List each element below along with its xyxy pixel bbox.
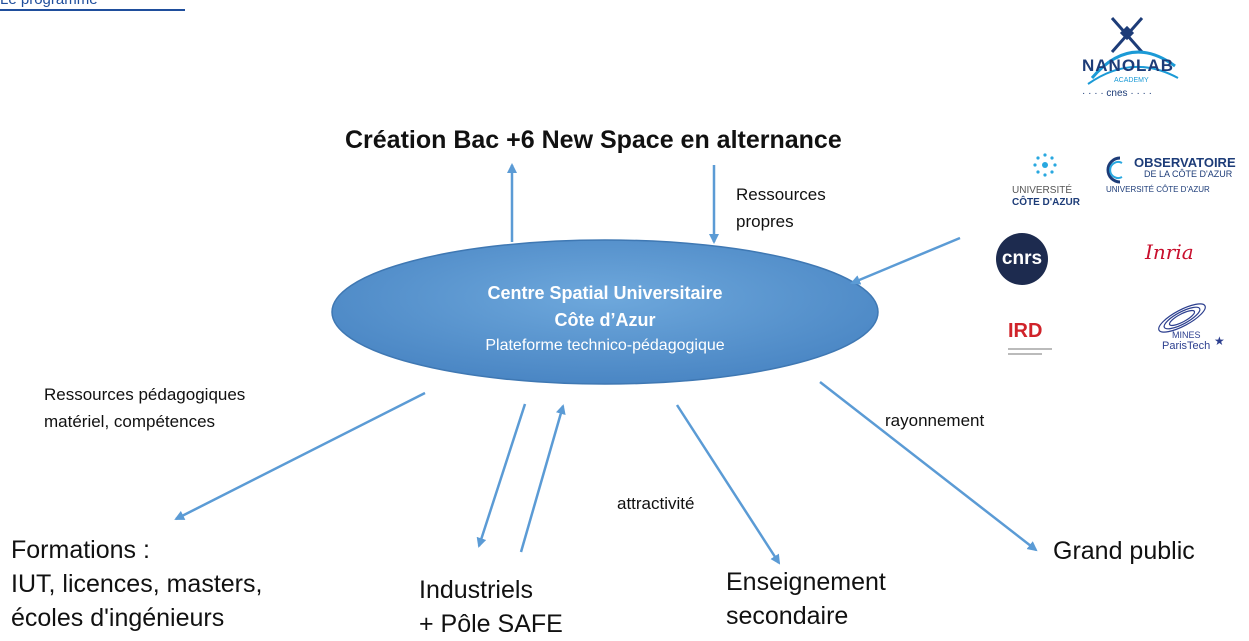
ird-caption-rule	[1008, 348, 1052, 350]
label-ressources-pedago-line2: matériel, compétences	[44, 412, 216, 431]
top-link-underline	[0, 9, 185, 11]
center-line2: Côte d’Azur	[554, 310, 656, 330]
label-attractivite: attractivité	[617, 494, 695, 513]
label-rayonnement: rayonnement	[885, 411, 985, 430]
observatoire-line1: OBSERVATOIRE	[1134, 155, 1236, 170]
inria-logo: Inria	[1145, 240, 1225, 270]
arrow-to-enseignement	[675, 404, 781, 565]
nanolab-emblem-icon	[1087, 17, 1179, 85]
arrow-from-industriels	[519, 404, 566, 553]
formations-line1: Formations :	[11, 536, 150, 564]
observatoire-logo: OBSERVATOIRE DE LA CÔTE D'AZUR UNIVERSIT…	[1100, 154, 1245, 204]
industriels-line2: + Pôle SAFE	[419, 610, 563, 638]
ird-caption-rule2	[1008, 353, 1042, 355]
top-link[interactable]: Le programme	[0, 0, 185, 12]
center-text: Centre Spatial Universitaire Côte d’Azur…	[332, 280, 878, 358]
diagram-heading: Création Bac +6 New Space en alternance	[345, 126, 842, 154]
ird-text: IRD	[1008, 320, 1043, 342]
cnrs-text: cnrs	[1001, 248, 1043, 269]
target-formations: Formations : IUT, licences, masters, éco…	[11, 533, 262, 635]
label-ressources-propres: Ressources propres	[736, 181, 826, 235]
label-ressources-propres-line1: Ressources	[736, 185, 826, 204]
label-ressources-pedago-line1: Ressources pédagogiques	[44, 385, 246, 404]
arrow-to-grand-public	[819, 381, 1038, 552]
observatoire-line2: DE LA CÔTE D'AZUR	[1144, 169, 1233, 179]
target-industriels: Industriels + Pôle SAFE	[419, 573, 563, 641]
center-ellipse	[331, 239, 879, 385]
center-line1: Centre Spatial Universitaire	[487, 283, 723, 303]
uca-line1: UNIVERSITÉ	[1012, 185, 1073, 196]
nanolab-sub: ACADEMY	[1114, 77, 1149, 84]
cnrs-logo: cnrs	[996, 233, 1048, 285]
uca-star-icon	[1033, 153, 1057, 177]
mines-emblem-icon	[1158, 303, 1206, 333]
observatoire-line3: UNIVERSITÉ CÔTE D'AZUR	[1106, 185, 1210, 194]
arrow-from-partners	[850, 236, 961, 285]
mines-logo: MINES ParisTech ★	[1150, 300, 1240, 360]
inria-text: Inria	[1145, 240, 1194, 264]
nanolab-tag: · · · · cnes · · · ·	[1082, 88, 1152, 99]
top-link-text[interactable]: Le programme	[0, 0, 98, 8]
arrow-to-formations	[174, 391, 426, 521]
ird-logo: IRD	[1008, 320, 1063, 365]
center-line3: Plateforme technico-pédagogique	[485, 337, 725, 354]
formations-line2: IUT, licences, masters,	[11, 570, 263, 598]
mines-line2: ParisTech	[1162, 340, 1211, 352]
label-ressources-propres-line2: propres	[736, 212, 794, 231]
label-ressources-pedagogiques: Ressources pédagogiques matériel, compét…	[44, 381, 245, 435]
arrow-to-industriels	[476, 403, 527, 548]
enseignement-line1: Enseignement	[726, 568, 886, 596]
nanolab-name: NANOLAB	[1082, 56, 1174, 75]
formations-line3: écoles d'ingénieurs	[11, 604, 225, 632]
mines-line1: MINES	[1172, 330, 1201, 340]
mines-star-icon: ★	[1214, 334, 1225, 348]
target-grand-public: Grand public	[1053, 537, 1195, 565]
target-enseignement: Enseignement secondaire	[726, 565, 886, 633]
observatoire-emblem-icon	[1106, 156, 1123, 184]
uca-line2: CÔTE D'AZUR	[1012, 197, 1080, 208]
industriels-line1: Industriels	[419, 576, 533, 604]
nanolab-logo: NANOLAB ACADEMY · · · · cnes · · · ·	[1070, 8, 1200, 108]
uca-logo: UNIVERSITÉ CÔTE D'AZUR	[1010, 150, 1080, 230]
enseignement-line2: secondaire	[726, 602, 849, 630]
